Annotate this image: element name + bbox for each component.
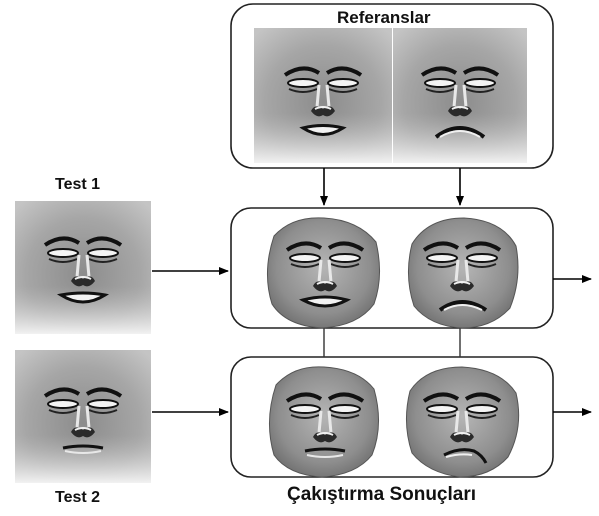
reference-face-frown <box>393 28 527 163</box>
references-label: Referanslar <box>337 8 431 27</box>
result-face-3 <box>268 366 380 478</box>
test1-label: Test 1 <box>55 176 101 193</box>
reference-face-smile <box>254 28 392 163</box>
test2-face <box>15 350 151 483</box>
results-label: Çakıştırma Sonuçları <box>287 484 477 505</box>
test2-label: Test 2 <box>55 489 101 506</box>
result-face-1 <box>266 217 380 329</box>
test1-face <box>15 201 151 334</box>
result-face-2 <box>408 217 519 329</box>
result-face-4 <box>406 366 520 478</box>
